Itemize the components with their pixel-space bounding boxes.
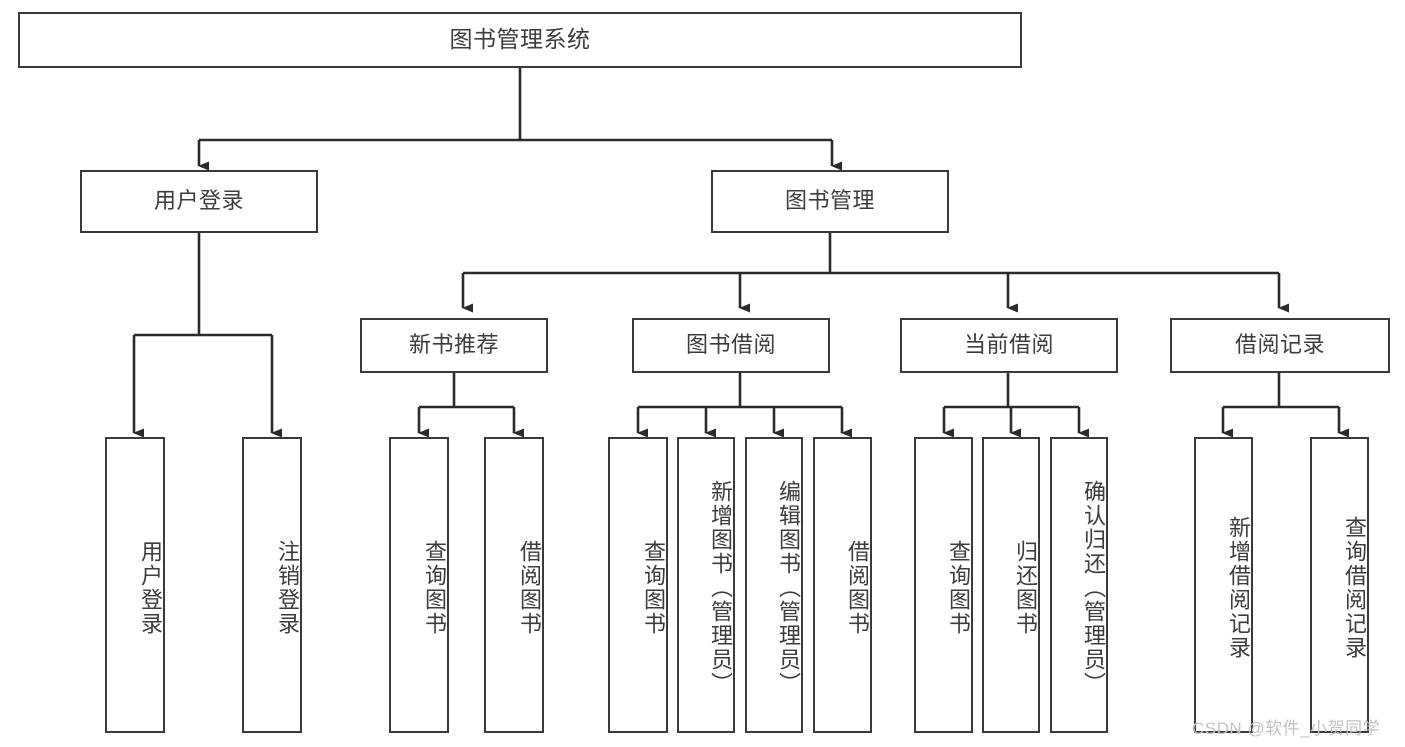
leaf-label: 查询借阅记录	[1342, 516, 1367, 660]
node-book-management[interactable]: 图书管理	[711, 170, 949, 233]
leaf-confirm-return-admin[interactable]: 确认归还（管理员）	[1050, 437, 1108, 733]
node-current-borrow[interactable]: 当前借阅	[900, 318, 1118, 373]
leaf-label: 查询图书	[641, 540, 666, 636]
leaf-label: 新增图书（管理员）	[708, 480, 733, 696]
leaf-return-book[interactable]: 归还图书	[982, 437, 1040, 733]
leaf-label: 确认归还（管理员）	[1081, 480, 1106, 696]
node-root-system[interactable]: 图书管理系统	[18, 12, 1022, 68]
csdn-watermark: CSDN @软件_小贺同学	[1192, 719, 1381, 738]
leaf-label: 借阅图书	[845, 540, 870, 636]
leaf-borrow-book[interactable]: 借阅图书	[813, 437, 872, 733]
node-new-book-recommend[interactable]: 新书推荐	[360, 318, 548, 373]
node-user-login[interactable]: 用户登录	[80, 170, 318, 233]
leaf-borrow-book-recommend[interactable]: 借阅图书	[484, 437, 544, 733]
leaf-logout-login[interactable]: 注销登录	[242, 437, 302, 733]
leaf-label: 编辑图书（管理员）	[776, 480, 801, 696]
leaf-user-login[interactable]: 用户登录	[105, 437, 165, 733]
leaf-label: 用户登录	[138, 540, 163, 636]
node-book-borrow[interactable]: 图书借阅	[632, 318, 830, 373]
leaf-edit-book-admin[interactable]: 编辑图书（管理员）	[745, 437, 803, 733]
leaf-label: 查询图书	[946, 540, 971, 636]
leaf-label: 查询图书	[422, 540, 447, 636]
leaf-query-book-recommend[interactable]: 查询图书	[389, 437, 449, 733]
leaf-query-book-current[interactable]: 查询图书	[914, 437, 973, 733]
leaf-label: 新增借阅记录	[1226, 516, 1251, 660]
leaf-add-borrow-record[interactable]: 新增借阅记录	[1194, 437, 1253, 733]
leaf-query-borrow-record[interactable]: 查询借阅记录	[1310, 437, 1369, 733]
leaf-label: 借阅图书	[517, 540, 542, 636]
leaf-label: 注销登录	[275, 540, 300, 636]
leaf-add-book-admin[interactable]: 新增图书（管理员）	[677, 437, 735, 733]
leaf-query-book-borrow[interactable]: 查询图书	[608, 437, 668, 733]
node-borrow-record[interactable]: 借阅记录	[1170, 318, 1390, 373]
leaf-label: 归还图书	[1013, 540, 1038, 636]
